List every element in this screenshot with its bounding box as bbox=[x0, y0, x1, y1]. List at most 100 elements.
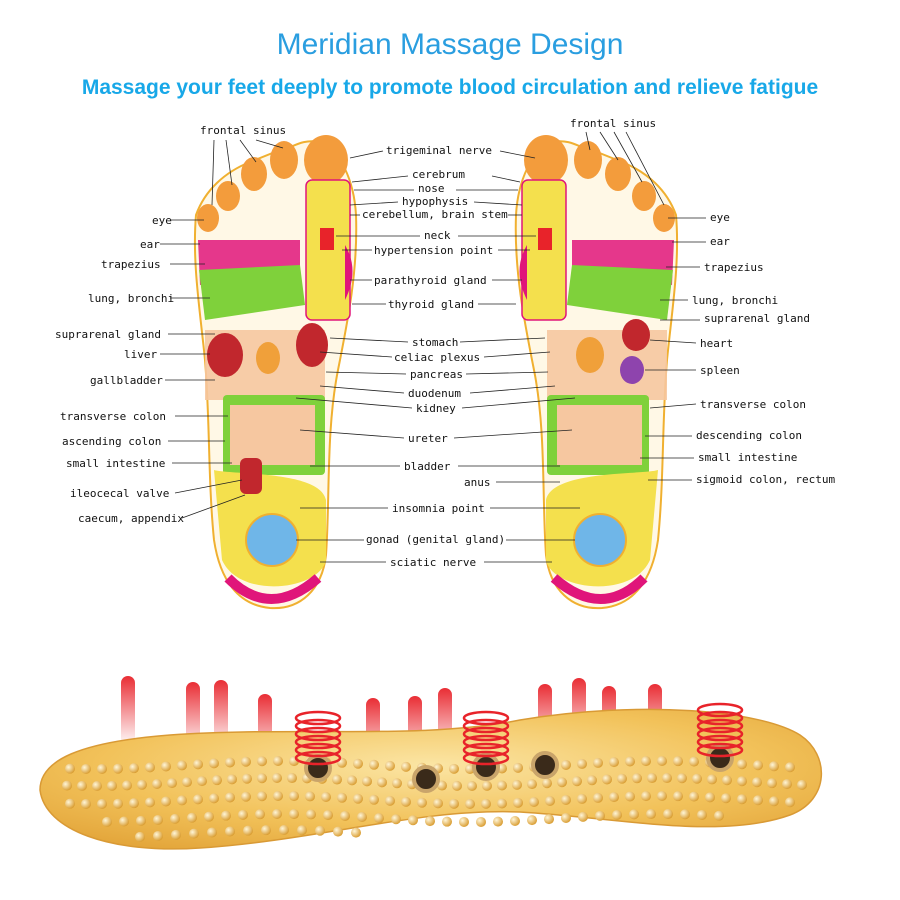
massage-bump bbox=[204, 811, 214, 822]
massage-bump bbox=[722, 775, 732, 786]
label-parathyroid-gland: parathyroid gland bbox=[374, 274, 487, 287]
massage-bump bbox=[374, 813, 384, 824]
label-duodenum: duodenum bbox=[408, 387, 461, 400]
label-kidney: kidney bbox=[416, 402, 456, 415]
massage-insole bbox=[39, 676, 822, 850]
label-cerebellum-brain-stem: cerebellum, brain stem bbox=[362, 208, 508, 221]
massage-bump bbox=[561, 794, 571, 805]
label-trapezius-right: trapezius bbox=[704, 261, 764, 274]
massage-bump bbox=[135, 831, 145, 842]
massage-bump bbox=[657, 791, 667, 802]
label-spleen: spleen bbox=[700, 364, 740, 377]
massage-bump bbox=[289, 791, 299, 802]
massage-bump bbox=[417, 797, 427, 808]
massage-bump bbox=[527, 815, 537, 826]
massage-bump bbox=[452, 780, 462, 791]
massage-bump bbox=[207, 827, 217, 838]
massage-bump bbox=[279, 825, 289, 836]
massage-bump bbox=[673, 756, 683, 767]
massage-bump bbox=[737, 776, 747, 787]
massage-bump bbox=[193, 759, 203, 770]
massage-bump bbox=[705, 792, 715, 803]
massage-bump bbox=[261, 825, 271, 836]
massage-bump bbox=[449, 763, 459, 774]
page-subtitle: Massage your feet deeply to promote bloo… bbox=[81, 76, 819, 99]
massage-bump bbox=[107, 780, 117, 791]
massage-bump bbox=[577, 793, 587, 804]
massage-bump bbox=[97, 763, 107, 774]
massage-bump bbox=[152, 779, 162, 790]
label-ear: ear bbox=[140, 238, 160, 251]
right-side-labels: frontal sinus eye ear trapezius lung, br… bbox=[570, 117, 835, 486]
label-neck: neck bbox=[424, 229, 451, 242]
label-small-intestine-right: small intestine bbox=[698, 451, 797, 464]
massage-bump bbox=[102, 816, 112, 827]
massage-bump bbox=[737, 794, 747, 805]
left-foot-map bbox=[193, 135, 358, 610]
coil-springs bbox=[294, 702, 744, 766]
label-cerebrum: cerebrum bbox=[412, 168, 465, 181]
massage-bump bbox=[433, 798, 443, 809]
label-frontal-sinus-right: frontal sinus bbox=[570, 117, 656, 130]
massage-bump bbox=[561, 759, 571, 770]
massage-bump bbox=[577, 758, 587, 769]
massage-bump bbox=[544, 814, 554, 825]
massage-bump bbox=[273, 756, 283, 767]
massage-bump bbox=[689, 756, 699, 767]
massage-bump bbox=[65, 798, 75, 809]
massage-bump bbox=[391, 814, 401, 825]
massage-bump bbox=[587, 775, 597, 786]
spring-coil bbox=[462, 710, 510, 726]
massage-bump bbox=[145, 797, 155, 808]
massage-bump bbox=[337, 792, 347, 803]
massage-bump bbox=[257, 773, 267, 784]
label-stomach: stomach bbox=[412, 336, 458, 349]
massage-bump bbox=[476, 816, 486, 827]
massage-bump bbox=[113, 763, 123, 774]
massage-bump bbox=[707, 774, 717, 785]
massage-bump bbox=[437, 780, 447, 791]
spring-coil bbox=[294, 726, 342, 742]
spring-coil bbox=[696, 702, 744, 718]
massage-bump bbox=[177, 795, 187, 806]
massage-bump bbox=[769, 796, 779, 807]
massage-bump bbox=[145, 762, 155, 773]
massage-bump bbox=[769, 761, 779, 772]
massage-bump bbox=[714, 810, 724, 821]
massage-bump bbox=[527, 779, 537, 790]
massage-bump bbox=[442, 816, 452, 827]
massage-bump bbox=[347, 775, 357, 786]
spring-coil bbox=[462, 750, 510, 766]
massage-bump bbox=[170, 813, 180, 824]
massage-bump bbox=[513, 762, 523, 773]
massage-bump bbox=[680, 809, 690, 820]
massage-bump bbox=[122, 780, 132, 791]
massage-bump bbox=[225, 826, 235, 837]
massage-bump bbox=[272, 773, 282, 784]
massage-bump bbox=[481, 798, 491, 809]
label-nose: nose bbox=[418, 182, 445, 195]
massage-bump bbox=[297, 825, 307, 836]
massage-bump bbox=[673, 791, 683, 802]
massage-bump bbox=[221, 810, 231, 821]
massage-bump bbox=[238, 809, 248, 820]
label-ileocecal-valve: ileocecal valve bbox=[70, 487, 169, 500]
massage-bump bbox=[92, 780, 102, 791]
massage-bump bbox=[241, 791, 251, 802]
label-celiac-plexus: celiac plexus bbox=[394, 351, 480, 364]
label-bladder: bladder bbox=[404, 460, 451, 473]
massage-bump bbox=[171, 829, 181, 840]
massage-bump bbox=[187, 812, 197, 823]
massage-bump bbox=[752, 777, 762, 788]
massage-bump bbox=[385, 795, 395, 806]
label-insomnia-point: insomnia point bbox=[392, 502, 485, 515]
label-gonad: gonad (genital gland) bbox=[366, 533, 505, 546]
massage-bump bbox=[225, 792, 235, 803]
spring-coil bbox=[696, 742, 744, 758]
massage-bump bbox=[612, 809, 622, 820]
massage-bump bbox=[617, 773, 627, 784]
massage-bump bbox=[65, 763, 75, 774]
massage-bump bbox=[753, 760, 763, 771]
massage-bump bbox=[129, 763, 139, 774]
